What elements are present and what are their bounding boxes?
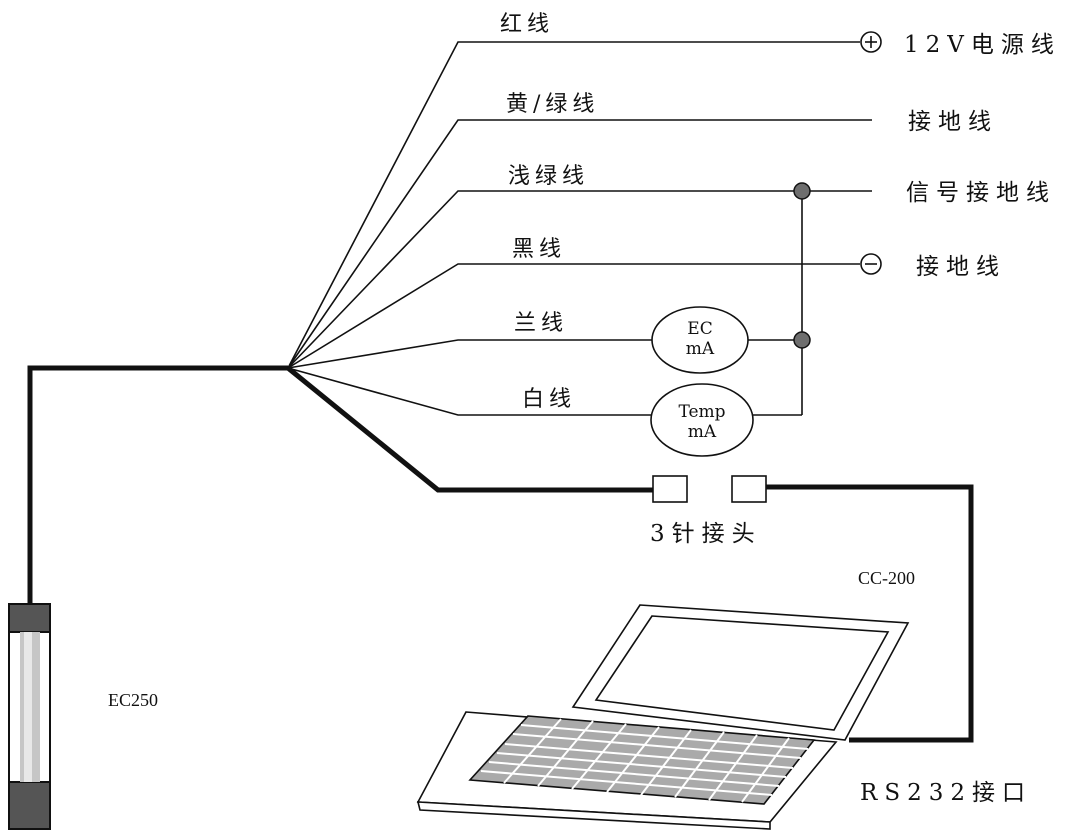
wire-label-white: 白线 [522,387,576,412]
terminal-label-power: 12V电源线 [904,32,1061,58]
laptop-screen [594,615,890,731]
wire-label-yellow-green: 黄/绿线 [506,92,599,117]
wire-blue [287,339,652,369]
connector-left [652,475,688,503]
junction-dot-signal [793,182,811,200]
wire-fan [287,41,872,416]
wire-label-red: 红线 [500,12,554,37]
wire-label-black: 黑线 [512,237,566,262]
ec-meter-line2: mA [686,339,715,359]
cable-label: CC-200 [858,568,915,588]
wire-black [287,263,860,369]
wire-white [287,367,652,416]
temp-meter-line2: mA [688,422,717,442]
sensor-label: EC250 [108,690,158,710]
main-cable [27,365,288,604]
connector-label: 3针接头 [650,521,762,547]
laptop-icon [416,604,910,830]
temp-meter: Temp mA [650,383,754,457]
terminal-label-ground: 接地线 [908,109,998,135]
sensor-probe [8,603,51,830]
plus-terminal-icon [860,31,882,53]
wire-light-green [287,190,872,369]
port-label: RS232接口 [860,780,1032,806]
ec-meter: EC mA [651,306,749,374]
temp-meter-line1: Temp [678,402,725,422]
wire-yellow-green [287,119,872,369]
cc200-cable [766,484,974,743]
connector-right [731,475,767,503]
ec-meter-line1: EC [687,319,712,339]
wire-label-light-green: 浅绿线 [508,164,589,189]
terminal-label-ground-neg: 接地线 [916,254,1006,280]
data-cable [286,366,653,493]
wire-label-blue: 兰线 [514,311,568,336]
wire-red [287,41,860,369]
terminal-label-signal-ground: 信号接地线 [906,180,1056,206]
laptop-front [416,801,771,830]
junction-dot-ec [793,331,811,349]
minus-terminal-icon [860,253,882,275]
